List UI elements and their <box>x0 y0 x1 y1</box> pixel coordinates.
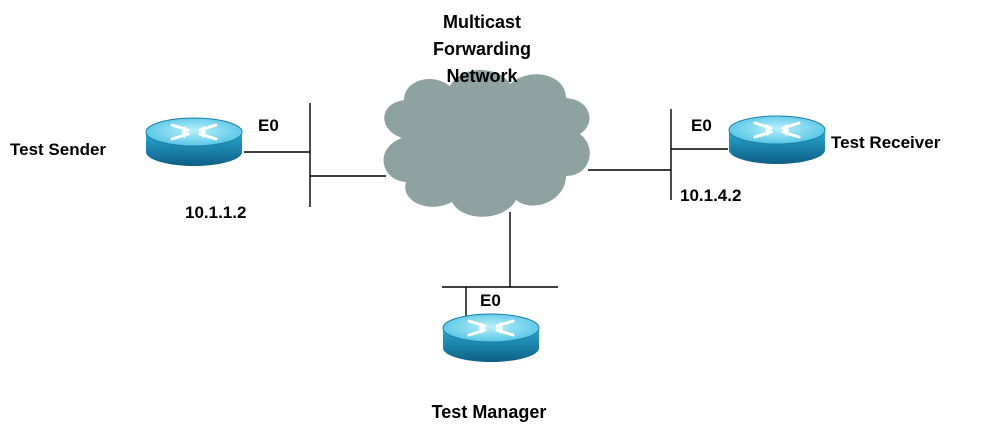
cloud-title-line-3: Network <box>446 66 518 86</box>
receiver-segment <box>588 109 728 200</box>
sender-segment <box>244 103 386 207</box>
receiver-address: 10.1.4.2 <box>680 186 741 205</box>
manager-router-icon <box>441 312 541 364</box>
receiver-interface: E0 <box>691 116 712 135</box>
manager-name: Test Manager <box>432 402 547 422</box>
sender-address: 10.1.1.2 <box>185 203 246 222</box>
sender-router-icon <box>144 116 244 168</box>
manager-interface: E0 <box>480 291 501 310</box>
cloud-title-line-1: Multicast <box>443 12 521 32</box>
receiver-router-icon <box>727 114 827 166</box>
sender-interface: E0 <box>258 116 279 135</box>
receiver-name: Test Receiver <box>831 133 941 152</box>
sender-name: Test Sender <box>10 140 106 159</box>
cloud-title-line-2: Forwarding <box>433 39 531 59</box>
cloud-icon <box>383 70 590 217</box>
